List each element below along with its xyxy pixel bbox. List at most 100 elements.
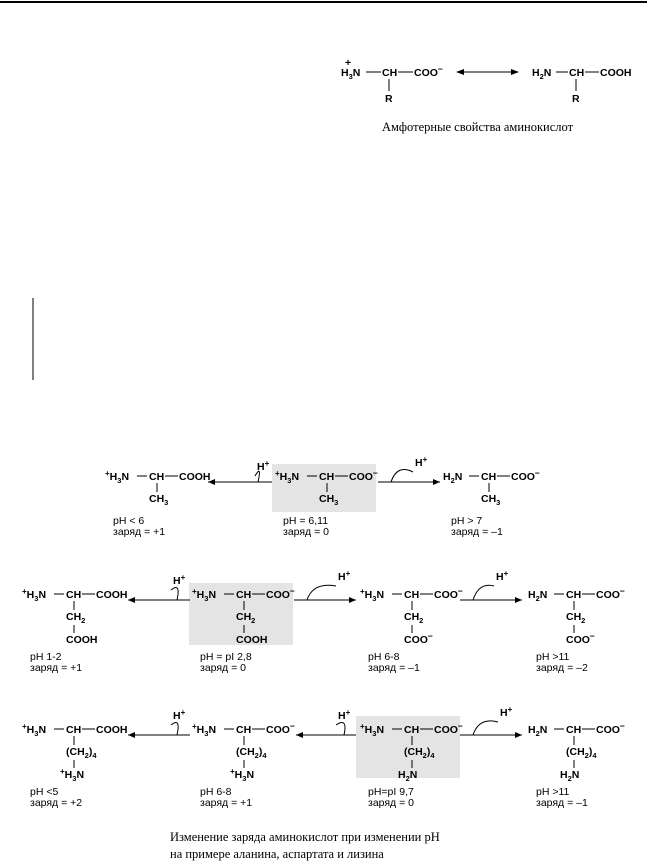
alpha-carbon: CH [404,724,419,736]
alpha-carbon: CH [149,471,164,483]
proton-label: H+ [415,455,428,469]
alpha-carbon: CH [66,724,81,736]
charge-label: заряд = +2 [30,797,82,809]
alpha-carbon: CH [481,471,496,483]
arrow-head [349,597,356,603]
charge-label: заряд = –1 [536,797,588,809]
charge-label: заряд = +1 [30,662,82,674]
ph-label: pH 6-8 [368,651,400,663]
amine-charge: + [345,57,351,69]
side-chain: CH3 [149,493,168,507]
carboxyl-group: COO− [434,721,463,736]
charge-label: заряд = –1 [451,526,503,538]
proton-curved-arrow [170,587,179,601]
ph-label: pH >11 [536,786,570,798]
ph-label: pH >11 [536,651,570,663]
isoelectric-highlight [189,583,293,645]
arrow-head [296,732,303,738]
alpha-carbon: CH [566,589,581,601]
side-chain-amine: +H3N [60,767,84,783]
bottom-caption-line-2: на примере аланина, аспартата и лизина [170,847,384,861]
proton-label: H+ [257,459,270,473]
carboxyl-group: COOH [179,471,211,483]
alpha-carbon: CH [404,589,419,601]
ph-label: pH 6-8 [200,786,232,798]
charge-label: заряд = –2 [536,662,588,674]
amino-group: +H3N [22,587,46,603]
top-figure: + H3N CH COO− R H2N CH COOH R Амфотерные… [341,57,632,134]
side-chain-amine: +H3N [230,767,254,783]
arrow-head [128,732,135,738]
equilibrium-arrow [456,69,519,75]
isoelectric-highlight [272,464,376,512]
side-chain: CH2 [236,611,255,625]
carboxyl-group: COO− [434,586,463,601]
side-chain: CH2 [66,611,85,625]
alpha-carbon: CH [236,589,251,601]
isoelectric-highlight [356,716,460,778]
side-chain: (CH2)4 [236,746,267,760]
amine-group: H3N [341,67,360,81]
side-chain: (CH2)4 [66,746,97,760]
proton-curved-arrow [254,470,260,483]
carboxyl-group: COOH [96,724,128,736]
ph-label: pH < 6 [113,515,144,527]
charge-label: заряд = +1 [113,526,165,538]
alpha-carbon: CH [569,67,584,79]
charge-label: заряд = 0 [283,526,329,538]
side-chain-amine: H2N [560,769,579,783]
ph-label: pH 1-2 [30,651,62,663]
arrow-head [128,597,135,603]
side-chain: CH3 [481,493,500,507]
amino-group: H2N [528,589,547,603]
carboxyl-group: COO− [596,586,625,601]
amino-group: +H3N [192,722,216,738]
carboxyl-group: COOH [600,67,632,79]
amine-group: H2N [532,67,551,81]
side-chain-carboxyl: COO− [566,631,595,646]
proton-curved-arrow [170,722,179,736]
side-chain-amine: H2N [398,769,417,783]
amino-group: +H3N [22,722,46,738]
ph-label: pH = pI 2,8 [200,651,252,663]
proton-curved-arrow [472,584,495,601]
side-chain-carboxyl: COO− [404,631,433,646]
proton-label: H+ [173,573,186,587]
charge-label: заряд = –1 [368,662,420,674]
proton-label: H+ [338,708,351,722]
charge-label: заряд = 0 [200,662,246,674]
carboxyl-group: COO− [349,468,378,483]
arrow-head [515,597,522,603]
amino-group: +H3N [360,587,384,603]
alpha-carbon: CH [566,724,581,736]
proton-curved-arrow [335,722,346,736]
amino-group: +H3N [360,722,384,738]
side-chain: CH2 [566,611,585,625]
proton-label: H+ [500,705,513,719]
carboxyl-group: COOH [96,589,128,601]
arrow-head [515,732,522,738]
carboxyl-group: COO− [266,721,295,736]
proton-label: H+ [338,569,351,583]
alpha-carbon: CH [66,589,81,601]
alpha-carbon: CH [236,724,251,736]
proton-curved-arrow [390,469,414,483]
carboxyl-group: COO− [596,721,625,736]
ph-label: pH <5 [30,786,58,798]
bottom-caption-line-1: Изменение заряда аминокислот при изменен… [170,830,440,844]
charge-label: заряд = +1 [200,797,252,809]
zwitterion-formula: + H3N CH COO− R [341,57,443,105]
